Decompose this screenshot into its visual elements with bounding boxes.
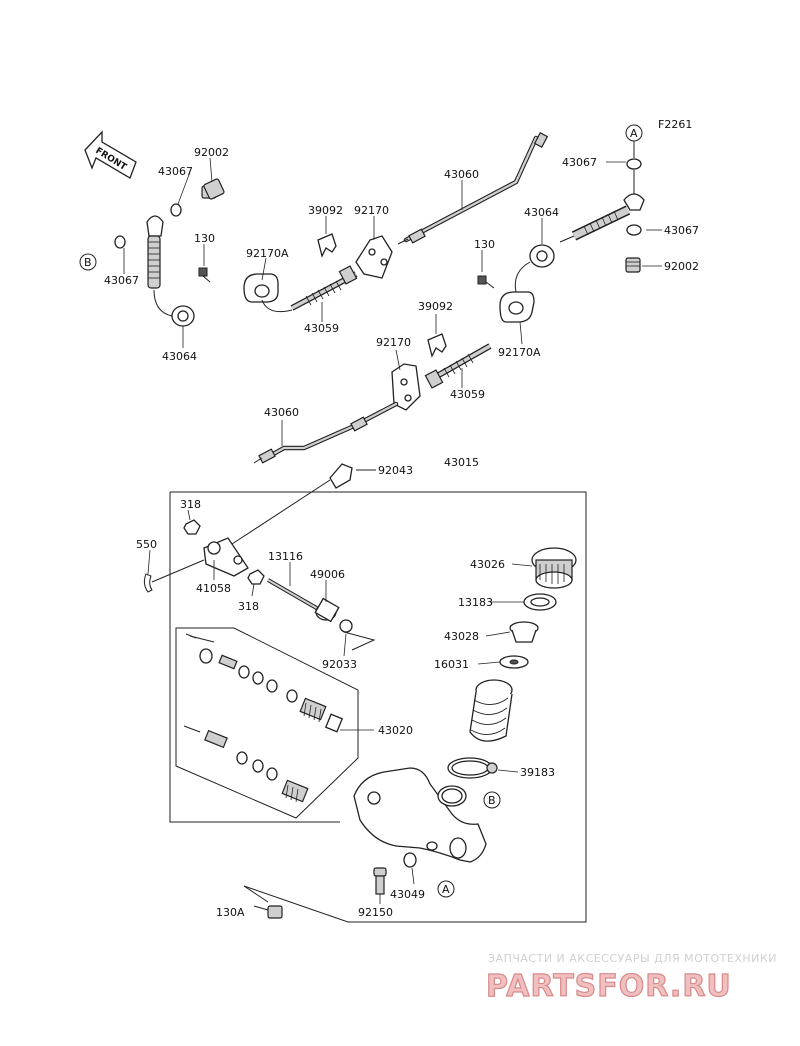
callout-a-bottom-label: A	[442, 883, 450, 896]
label-39092-top: 39092	[308, 204, 343, 217]
label-318-top: 318	[180, 498, 201, 511]
left-washer-43067	[114, 235, 126, 249]
label-43067-right-mid: 43067	[664, 224, 699, 237]
right-washer-43067-mid	[626, 224, 642, 236]
label-43067-left-bottom: 43067	[104, 274, 139, 287]
bracket-92170-top	[355, 235, 393, 279]
nut-318-bottom	[247, 569, 265, 585]
label-13116: 13116	[268, 550, 303, 563]
left-bolt-130	[198, 267, 211, 283]
diagram-code: F2261	[658, 118, 692, 131]
left-cable-threaded-end	[147, 235, 161, 289]
label-39183: 39183	[520, 766, 555, 779]
kit-43020-parts	[183, 633, 344, 803]
watermark: ЗАПЧАСТИ И АКСЕССУАРЫ ДЛЯ МОТОТЕХНИКИ PA…	[485, 952, 777, 1005]
label-41058: 41058	[196, 582, 231, 595]
clip-39092-mid	[427, 333, 447, 358]
cap-43028	[509, 621, 539, 643]
watermark-caption: ЗАПЧАСТИ И АКСЕССУАРЫ ДЛЯ МОТОТЕХНИКИ	[488, 952, 777, 965]
nut-318-top	[183, 519, 201, 535]
left-adjuster-43059	[290, 265, 358, 311]
clevis-41058	[203, 537, 249, 577]
right-grommet-43064	[529, 244, 555, 268]
callout-b-bottom	[483, 791, 501, 809]
master-cylinder-body	[353, 767, 487, 863]
label-43020: 43020	[378, 724, 413, 737]
bolt-92150	[373, 867, 387, 895]
label-43067-right-top: 43067	[562, 156, 597, 169]
right-adjuster-43059	[424, 343, 492, 389]
ring-92033	[339, 619, 353, 633]
front-arrow-icon: FRONT	[84, 130, 137, 179]
label-43059-right: 43059	[450, 388, 485, 401]
right-bolt-130	[477, 275, 495, 289]
label-43026: 43026	[470, 558, 505, 571]
cotter-pin-550	[143, 573, 153, 593]
label-43067-left-top: 43067	[158, 165, 193, 178]
label-43060-top: 43060	[444, 168, 479, 181]
label-43015: 43015	[444, 456, 479, 469]
label-92170-mid: 92170	[376, 336, 411, 349]
callout-b-top-label: B	[84, 256, 92, 269]
cable-43060-bottom	[253, 401, 399, 464]
bracket-92170-mid	[391, 363, 421, 411]
master-cylinder-box	[169, 491, 587, 923]
bolt-130A	[243, 885, 283, 919]
left-cable-assembly	[114, 132, 549, 327]
label-92170A-right: 92170A	[498, 346, 541, 359]
left-bolt-92002	[201, 178, 225, 200]
label-43049: 43049	[390, 888, 425, 901]
left-clamp-92170A	[243, 273, 279, 303]
right-washer-43067-top	[626, 158, 642, 170]
label-39092-mid: 39092	[418, 300, 453, 313]
right-cable-assembly: A	[253, 124, 645, 464]
label-92002-right: 92002	[664, 260, 699, 273]
label-130-right: 130	[474, 238, 495, 251]
label-92002-left: 92002	[194, 146, 229, 159]
label-43064-right: 43064	[524, 206, 559, 219]
callout-b-top	[79, 253, 97, 271]
reservoir-stack	[447, 547, 577, 779]
label-92033: 92033	[322, 658, 357, 671]
label-92043: 92043	[378, 464, 413, 477]
boot-49006	[314, 597, 340, 623]
washer-43049	[403, 852, 417, 868]
label-92170-top: 92170	[354, 204, 389, 217]
nut-92043	[329, 463, 376, 489]
label-130-left: 130	[194, 232, 215, 245]
label-16031: 16031	[434, 658, 469, 671]
label-43059-left: 43059	[304, 322, 339, 335]
callout-a-bottom	[437, 880, 455, 898]
label-550: 550	[136, 538, 157, 551]
label-43060-bottom: 43060	[264, 406, 299, 419]
label-92170A-left: 92170A	[246, 247, 289, 260]
kit-43020-box	[175, 627, 359, 819]
right-eye-end	[623, 193, 645, 211]
label-43028: 43028	[444, 630, 479, 643]
left-cable-eye-end	[146, 215, 164, 237]
right-clamp-92170A	[499, 291, 535, 323]
label-92150: 92150	[358, 906, 393, 919]
left-washer-43067-top	[170, 203, 182, 217]
leader-lines	[123, 157, 662, 904]
label-43064-left: 43064	[162, 350, 197, 363]
label-13183: 13183	[458, 596, 493, 609]
callout-b-bottom-label: B	[488, 794, 496, 807]
right-bolt-92002	[625, 257, 641, 273]
hose-clamp-39183	[447, 757, 498, 779]
reservoir-body	[469, 679, 513, 742]
pushrod-assembly	[143, 463, 376, 651]
cap-43026	[531, 547, 577, 589]
cable-43060-top	[397, 132, 549, 245]
watermark-logo: PARTSFOR.RU	[486, 969, 732, 1004]
label-49006: 49006	[310, 568, 345, 581]
part-labels: 92002 43067 43067 43064 130 92170A 39092…	[104, 146, 699, 919]
clip-39092-top	[317, 233, 337, 258]
label-130A: 130A	[216, 906, 245, 919]
left-grommet-43064	[171, 305, 195, 327]
label-318-bottom: 318	[238, 600, 259, 613]
callout-a-top-label: A	[630, 127, 638, 140]
